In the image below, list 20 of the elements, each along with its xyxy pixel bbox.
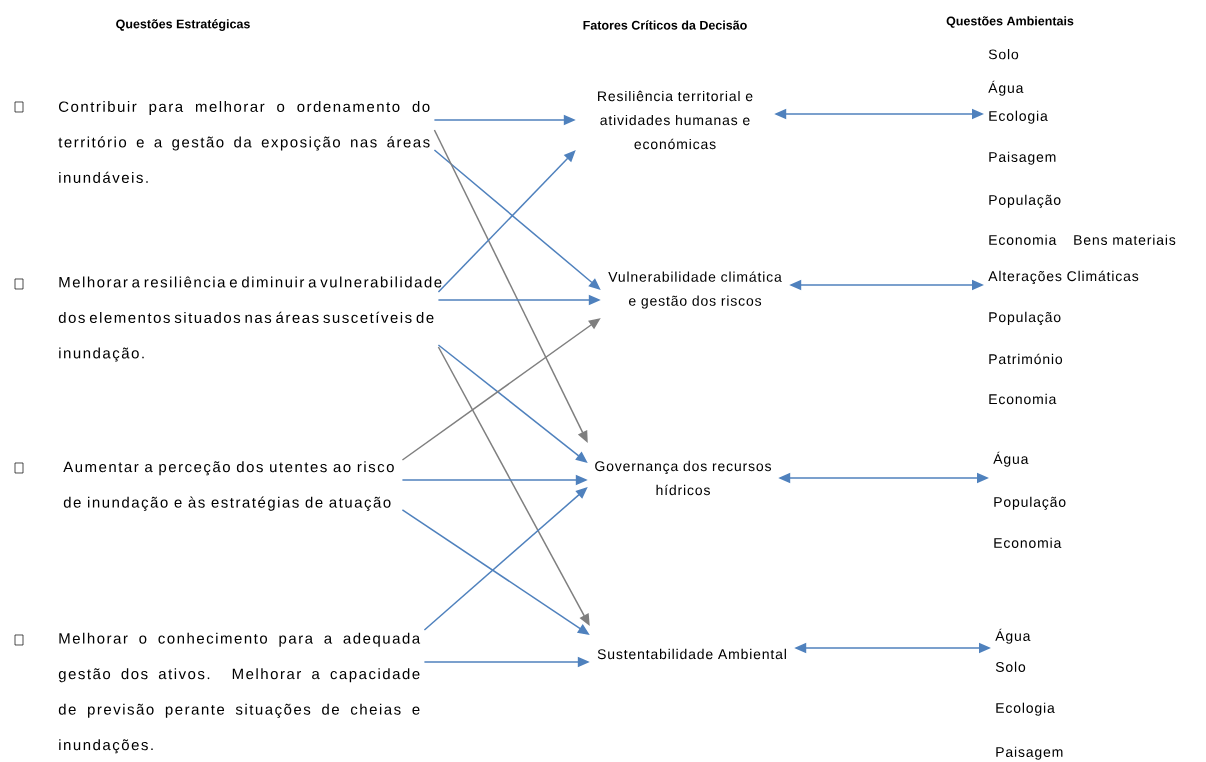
issue-list: Solo Água Ecologia Paisagem População Economia Bens materiais bbox=[988, 49, 1176, 245]
issue-list: Água Solo Ecologia Paisagem bbox=[995, 628, 1063, 760]
factor-text: Vulnerabilidade climática e gestão dos riscos bbox=[608, 271, 782, 309]
arrow bbox=[433, 149, 601, 290]
objective-text: Aumentar a perceção dos utentes ao risco de inundação e às estratégias de atuação bbox=[63, 461, 394, 511]
column-heading: Questões Estratégicas bbox=[116, 19, 250, 31]
objective-text: Contribuir para melhorar o ordenamento do território e a gestão da exposição nas áreas inundáveis. bbox=[58, 101, 430, 183]
column-heading: Fatores Críticos da Decisão bbox=[583, 20, 747, 30]
arrow bbox=[423, 487, 588, 631]
column-heading: Questões Ambientais bbox=[946, 16, 1074, 28]
arrow bbox=[437, 150, 576, 293]
issue-list: Água População Economia bbox=[993, 451, 1066, 548]
factor-text: Sustentabilidade Ambiental bbox=[597, 648, 786, 660]
issue-list: Alterações Climáticas População Património Economia bbox=[988, 270, 1139, 405]
arrow bbox=[437, 346, 590, 626]
factor-text: Governança dos recursos hídricos bbox=[595, 460, 771, 496]
objective-text: Melhorar o conhecimento para a adequada gestão dos ativos. Melhorar a capacidade de previsão perante situações de cheias e inundações. bbox=[58, 632, 421, 754]
objective-text: Melhorar a resiliência e diminuir a vulnerabilidade dos elementos situados nas áreas suscetíveis de inundação. bbox=[58, 276, 442, 362]
arrow bbox=[437, 344, 588, 463]
factor-text: Resiliência territorial e atividades humanas e económicas bbox=[598, 90, 753, 150]
